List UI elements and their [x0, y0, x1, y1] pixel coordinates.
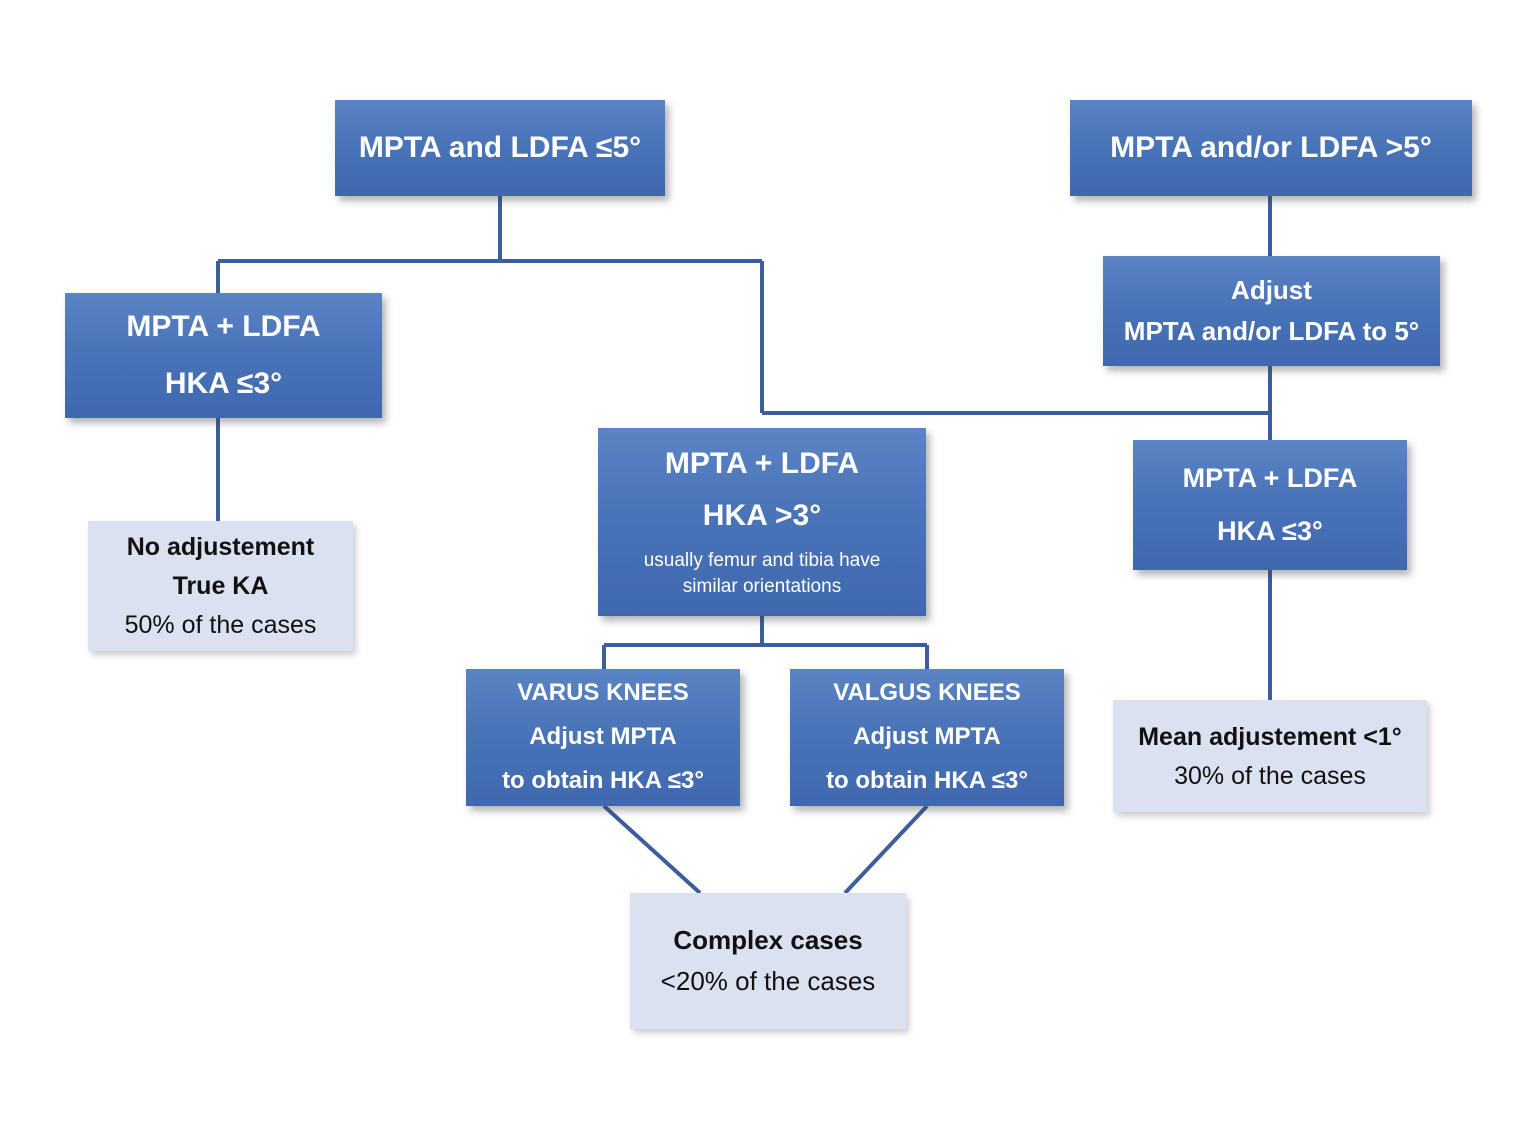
node-left-hka-le3[interactable]: MPTA + LDFA HKA ≤3° [65, 293, 382, 418]
node-right-outcome-line1: Mean adjustement <1° [1138, 722, 1402, 751]
connector-varus-to-complex [602, 804, 702, 895]
node-left-outcome[interactable]: No adjustement True KA 50% of the cases [88, 521, 353, 651]
node-varus-knees-line3: to obtain HKA ≤3° [502, 766, 704, 794]
node-left-outcome-line1: No adjustement [126, 533, 315, 561]
node-center-hka-gt3-line4: similar orientations [682, 575, 842, 597]
node-complex-cases[interactable]: Complex cases <20% of the cases [630, 893, 906, 1029]
node-valgus-knees[interactable]: VALGUS KNEES Adjust MPTA to obtain HKA ≤… [790, 669, 1064, 806]
node-root-right-line1: MPTA and/or LDFA >5° [1110, 130, 1432, 164]
node-right-hka-le3[interactable]: MPTA + LDFA HKA ≤3° [1133, 440, 1407, 570]
node-varus-knees[interactable]: VARUS KNEES Adjust MPTA to obtain HKA ≤3… [466, 669, 740, 806]
node-complex-cases-line1: Complex cases [673, 925, 863, 956]
node-left-hka-le3-line2: HKA ≤3° [164, 366, 283, 400]
node-right-outcome-line2: 30% of the cases [1174, 761, 1366, 790]
node-complex-cases-line2: <20% of the cases [660, 965, 876, 996]
node-valgus-knees-line2: Adjust MPTA [853, 723, 1001, 751]
connector-valgus-to-complex [843, 804, 929, 895]
node-right-hka-le3-line1: MPTA + LDFA [1182, 463, 1358, 494]
node-varus-knees-line1: VARUS KNEES [517, 679, 689, 707]
node-right-hka-le3-line2: HKA ≤3° [1217, 516, 1323, 546]
node-adjust-right[interactable]: Adjust MPTA and/or LDFA to 5° [1103, 256, 1440, 366]
node-left-outcome-line3: 50% of the cases [124, 611, 317, 639]
node-root-left-line1: MPTA and LDFA ≤5° [358, 130, 642, 164]
node-root-left[interactable]: MPTA and LDFA ≤5° [335, 100, 665, 196]
node-center-hka-gt3-line1: MPTA + LDFA [664, 446, 860, 480]
node-valgus-knees-line3: to obtain HKA ≤3° [826, 766, 1028, 794]
node-adjust-right-line2: MPTA and/or LDFA to 5° [1123, 315, 1420, 346]
node-center-hka-gt3-line2: HKA >3° [702, 499, 822, 533]
node-left-outcome-line2: True KA [172, 572, 269, 600]
node-root-right[interactable]: MPTA and/or LDFA >5° [1070, 100, 1472, 196]
node-varus-knees-line2: Adjust MPTA [529, 723, 677, 751]
node-right-outcome[interactable]: Mean adjustement <1° 30% of the cases [1113, 700, 1427, 812]
node-center-hka-gt3[interactable]: MPTA + LDFA HKA >3° usually femur and ti… [598, 428, 926, 616]
node-adjust-right-line1: Adjust [1231, 275, 1312, 306]
node-left-hka-le3-line1: MPTA + LDFA [126, 310, 321, 344]
node-valgus-knees-line1: VALGUS KNEES [833, 679, 1021, 707]
node-center-hka-gt3-line3: usually femur and tibia have [643, 549, 881, 571]
